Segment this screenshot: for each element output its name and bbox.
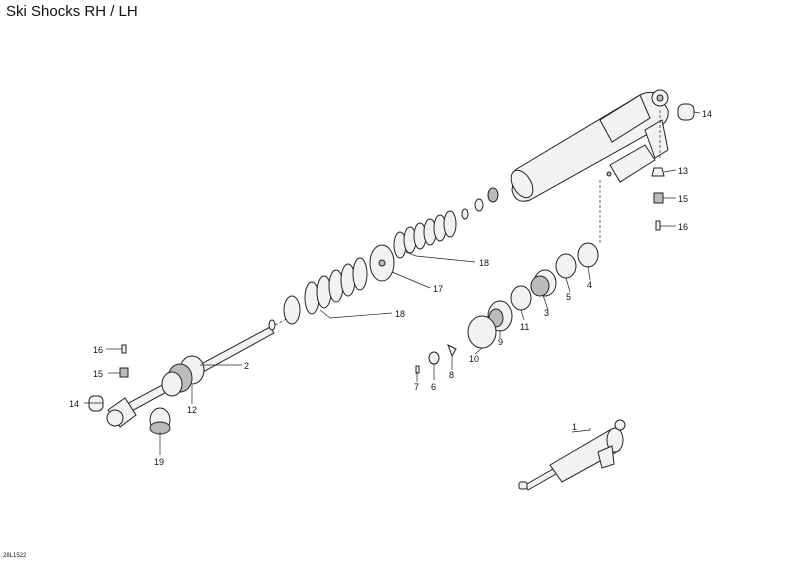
diagram-title: Ski Shocks RH / LH — [6, 3, 138, 20]
leader-lines — [84, 111, 701, 455]
screw-7-part — [415, 365, 420, 374]
washer-8-part — [447, 343, 457, 358]
washer-part — [283, 295, 301, 325]
eyelet-part — [106, 397, 137, 428]
reference-code: 28L1522 — [3, 553, 27, 559]
bushing-19-part — [149, 407, 171, 435]
callout-18-upper: 18 — [479, 258, 489, 268]
callout-16-right: 16 — [678, 222, 688, 232]
callout-6: 6 — [431, 382, 436, 392]
callout-11: 11 — [520, 322, 529, 332]
screw-16-right-part — [655, 220, 661, 231]
piston-3-part — [530, 269, 557, 297]
shock-body-part — [510, 89, 669, 202]
callout-13: 13 — [678, 166, 688, 176]
screw-16-left-part — [121, 344, 127, 354]
shock-assembly-1-part — [518, 419, 626, 491]
ring-10-part — [467, 315, 497, 349]
callout-14-right: 14 — [702, 109, 712, 119]
nut-6-part — [428, 351, 440, 365]
callout-4: 4 — [587, 280, 592, 290]
callout-15-left: 15 — [93, 369, 103, 379]
washer-11-part — [510, 285, 532, 311]
callout-1: 1 — [572, 422, 577, 432]
washer-stack-part — [461, 187, 499, 220]
callout-19: 19 — [154, 457, 164, 467]
cap-4-part — [577, 242, 599, 268]
bushing-14-right-part — [677, 103, 695, 121]
callout-7: 7 — [414, 382, 419, 392]
callout-2: 2 — [244, 361, 249, 371]
valve-stack-lower-part — [304, 257, 368, 315]
cap-13-part — [651, 167, 665, 177]
callout-12: 12 — [187, 405, 197, 415]
callout-16-left: 16 — [93, 345, 103, 355]
nut-15-right-part — [653, 192, 664, 204]
callout-10: 10 — [469, 354, 479, 364]
callout-18-lower: 18 — [395, 309, 405, 319]
oring-5-part — [555, 253, 577, 279]
bushing-14-left-part — [88, 395, 104, 412]
callout-5: 5 — [566, 292, 571, 302]
valve-stack-upper-part — [393, 210, 457, 259]
callout-9: 9 — [498, 337, 503, 347]
callout-17: 17 — [433, 284, 443, 294]
callout-8: 8 — [449, 370, 454, 380]
callout-15-right: 15 — [678, 194, 688, 204]
callout-14-left: 14 — [69, 399, 79, 409]
nut-15-left-part — [119, 367, 129, 378]
piston-part — [369, 244, 395, 282]
callout-3: 3 — [544, 308, 549, 318]
seal-part — [161, 355, 205, 397]
